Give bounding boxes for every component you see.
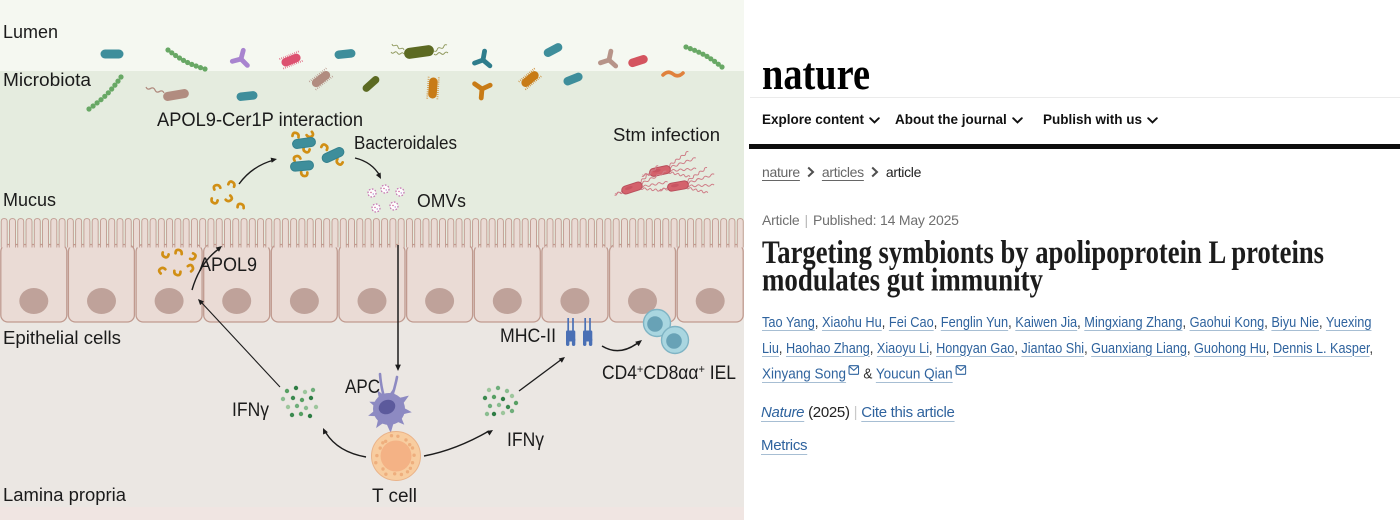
svg-text:Epithelial cells: Epithelial cells [3, 328, 121, 348]
svg-text:APOL9-Cer1P interaction: APOL9-Cer1P interaction [157, 110, 363, 131]
svg-text:CD4+CD8αα+ IEL: CD4+CD8αα+ IEL [602, 362, 736, 384]
svg-text:OMVs: OMVs [417, 191, 466, 211]
svg-text:Lumen: Lumen [3, 22, 58, 42]
svg-text:APOL9: APOL9 [199, 255, 257, 276]
svg-text:Stm infection: Stm infection [613, 125, 720, 145]
svg-text:MHC-II: MHC-II [500, 326, 556, 347]
svg-text:Microbiota: Microbiota [3, 70, 92, 90]
svg-text:modulates gut immunity: modulates gut immunity [762, 263, 1043, 299]
svg-text:APC: APC [345, 377, 380, 398]
svg-text:nature: nature [762, 53, 870, 99]
svg-text:T cell: T cell [372, 486, 417, 507]
svg-text:IFNγ: IFNγ [507, 430, 544, 451]
svg-text:Lamina propria: Lamina propria [3, 485, 127, 505]
svg-text:Bacteroidales: Bacteroidales [354, 133, 457, 153]
svg-text:Targeting symbionts by apolipo: Targeting symbionts by apolipoprotein L … [762, 235, 1324, 271]
svg-text:Mucus: Mucus [3, 190, 56, 210]
svg-text:IFNγ: IFNγ [232, 400, 269, 421]
